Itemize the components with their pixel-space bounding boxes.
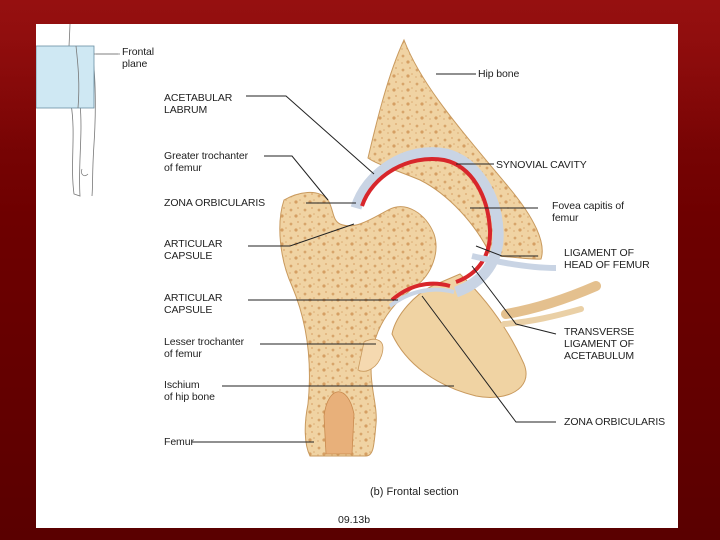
figure-id: 09.13b — [338, 514, 371, 526]
label-greater-trochanter: Greater trochanter of femur — [164, 150, 248, 174]
femur — [279, 192, 437, 457]
frontal-plane-rect — [36, 45, 95, 109]
label-transverse-ligament: TRANSVERSE LIGAMENT OF ACETABULUM — [564, 326, 635, 362]
label-ischium: Ischium of hip bone — [164, 379, 215, 403]
label-zona-orbicularis-right: ZONA ORBICULARIS — [564, 416, 666, 428]
label-articular-capsule-upper: ARTICULAR CAPSULE — [164, 238, 223, 262]
medullary-cavity — [323, 391, 355, 455]
label-articular-capsule-lower: ARTICULAR CAPSULE — [164, 292, 223, 316]
ischium — [391, 273, 601, 398]
ligament-of-head — [471, 253, 557, 271]
label-lesser-trochanter: Lesser trochanter of femur — [164, 336, 245, 360]
label-zona-orbicularis-left: ZONA ORBICULARIS — [164, 197, 266, 209]
label-acetabular-labrum: ACETABULAR LABRUM — [164, 92, 233, 116]
body-inset — [36, 24, 118, 197]
leader-lines — [192, 73, 557, 443]
figure-panel: Frontal plane Hip bone ACETABULAR LABRUM… — [36, 24, 678, 528]
label-ligament-head-femur: LIGAMENT OF HEAD OF FEMUR — [564, 247, 650, 271]
label-fovea-capitis: Fovea capitis of femur — [552, 200, 624, 224]
joint-capsule — [350, 147, 557, 308]
hip-joint-illustration — [36, 24, 601, 457]
label-hip-bone: Hip bone — [478, 68, 520, 80]
lesser-trochanter-shape — [357, 338, 384, 372]
label-synovial-cavity: SYNOVIAL CAVITY — [496, 159, 587, 171]
label-frontal-plane: Frontal plane — [122, 46, 154, 70]
figure-caption: (b) Frontal section — [370, 486, 459, 498]
label-femur: Femur — [164, 436, 194, 448]
